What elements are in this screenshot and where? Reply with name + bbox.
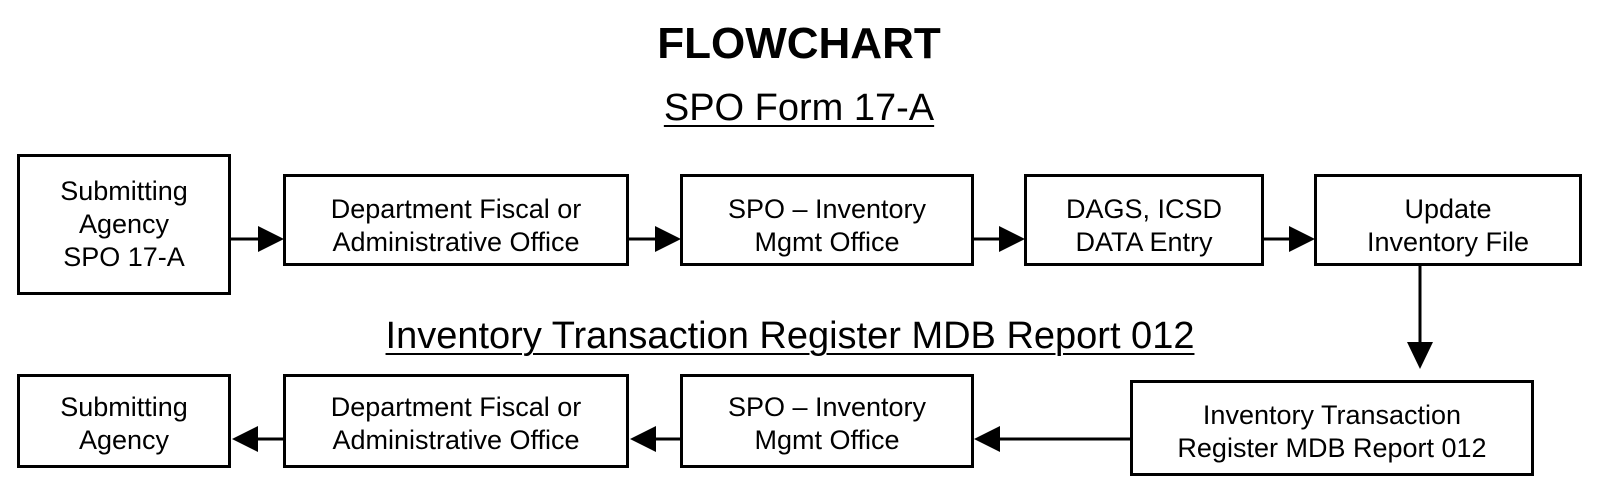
box-label-line: Department Fiscal or: [330, 392, 582, 422]
box-department-fiscal-office-top: Department Fiscal or Administrative Offi…: [283, 174, 629, 266]
box-update-inventory-file: Update Inventory File: [1314, 174, 1582, 266]
box-label-line: Administrative Office: [332, 227, 580, 257]
box-spo-inventory-mgmt-bottom: SPO – Inventory Mgmt Office: [680, 374, 974, 468]
box-inventory-transaction-register: Inventory Transaction Register MDB Repor…: [1130, 380, 1534, 476]
box-label-line: Mgmt Office: [754, 227, 900, 257]
box-dags-icsd-data-entry: DAGS, ICSD DATA Entry: [1024, 174, 1264, 266]
box-department-fiscal-office-bottom: Department Fiscal or Administrative Offi…: [283, 374, 629, 468]
bottom-section-heading: Inventory Transaction Register MDB Repor…: [385, 315, 1195, 357]
box-label-line: SPO 17-A: [63, 242, 185, 272]
box-label-line: Submitting: [60, 176, 188, 206]
box-submitting-agency-spo17a: Submitting Agency SPO 17-A: [17, 154, 231, 295]
box-submitting-agency-bottom: Submitting Agency: [17, 374, 231, 468]
box-label-line: Agency: [78, 425, 170, 455]
box-spo-inventory-mgmt-top: SPO – Inventory Mgmt Office: [680, 174, 974, 266]
box-label-line: SPO – Inventory: [727, 194, 927, 224]
flowchart-title: FLOWCHART: [657, 19, 941, 68]
box-label-line: DATA Entry: [1075, 227, 1213, 257]
box-label-line: Department Fiscal or: [330, 194, 582, 224]
box-label-line: Register MDB Report 012: [1177, 433, 1487, 463]
box-label-line: SPO – Inventory: [727, 392, 927, 422]
box-label-line: Inventory File: [1366, 227, 1530, 257]
box-label-line: Mgmt Office: [754, 425, 900, 455]
box-label-line: Submitting: [60, 392, 188, 422]
box-label-line: DAGS, ICSD: [1065, 194, 1223, 224]
box-label-line: Administrative Office: [332, 425, 580, 455]
top-section-heading: SPO Form 17-A: [663, 87, 935, 129]
box-label-line: Update: [1404, 194, 1492, 224]
box-label-line: Agency: [78, 209, 170, 239]
box-label-line: Inventory Transaction: [1202, 400, 1462, 430]
